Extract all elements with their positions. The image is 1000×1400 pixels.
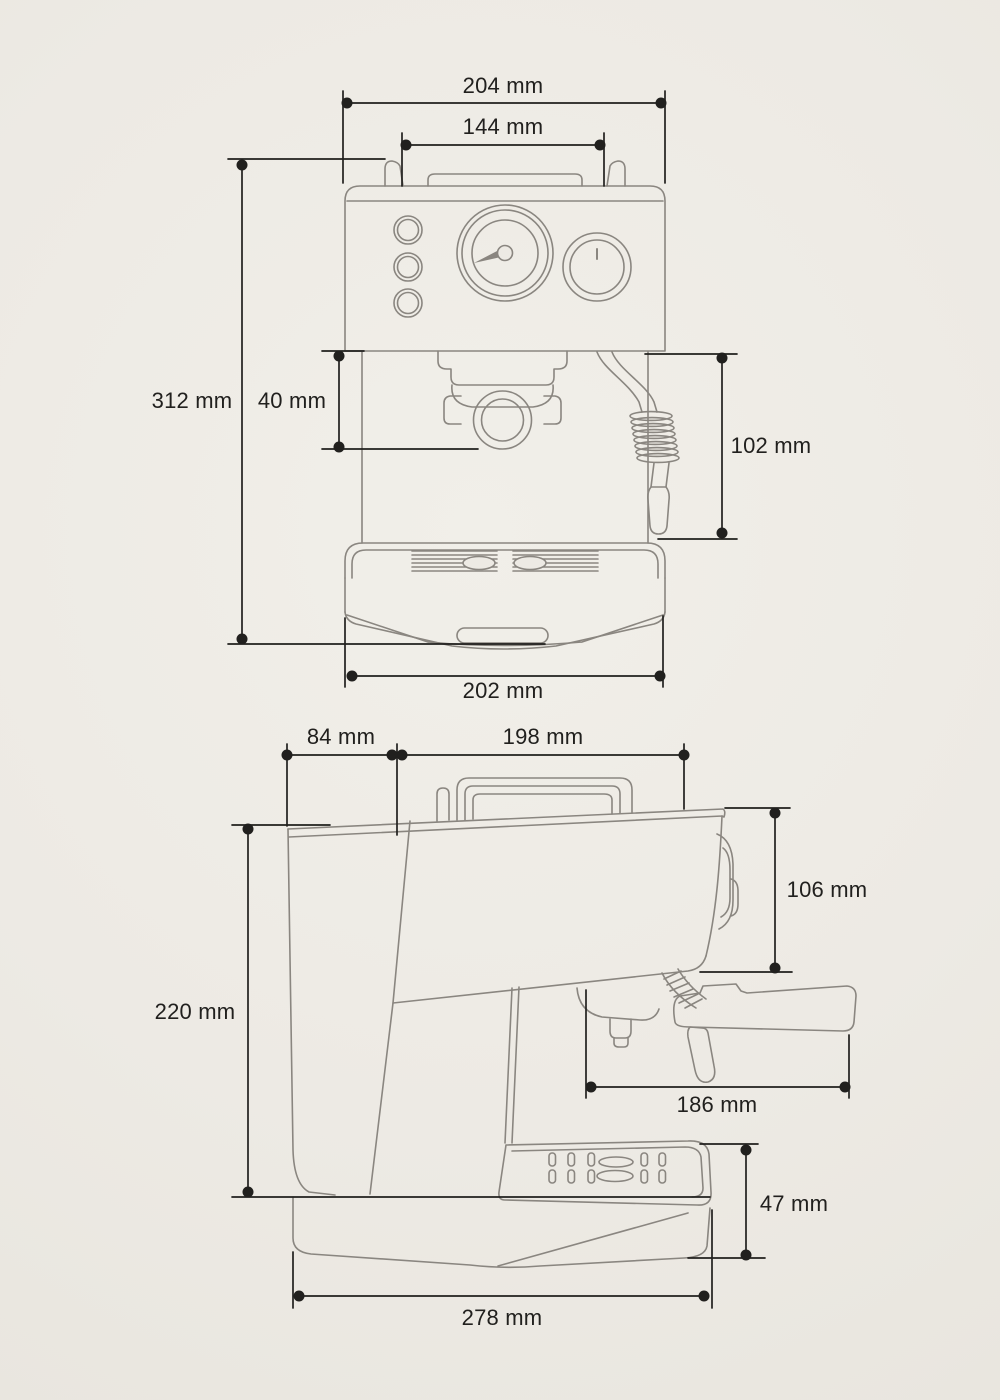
side-top-surface	[287, 808, 726, 838]
side-cup-mark-top	[598, 1156, 634, 1168]
side-drip-tray	[498, 1140, 712, 1206]
side-head-bottom	[392, 955, 707, 1004]
side-portafilter-grip	[686, 1026, 716, 1084]
side-dimension-lines	[231, 743, 850, 1309]
steam-knob-icon	[562, 232, 632, 302]
dim-label-body-depth: 198 mm	[502, 724, 584, 749]
dim-label-tank-depth: 84 mm	[306, 724, 376, 749]
gauge-needle	[474, 250, 501, 263]
side-dimension-dots	[242, 749, 851, 1302]
front-head-body	[344, 185, 666, 352]
front-tank-handle-left	[384, 160, 404, 187]
dim-label-overall-width: 204 mm	[462, 73, 544, 98]
front-tank-lid	[427, 173, 583, 187]
front-tower	[361, 351, 649, 544]
side-view-sketch	[287, 777, 857, 1269]
side-grille-slats	[548, 1152, 667, 1184]
gauge-hub	[496, 244, 514, 262]
side-front-bump	[716, 833, 739, 930]
front-cup-mark-right	[513, 555, 547, 571]
side-base	[292, 1196, 711, 1269]
front-cup-mark-left	[462, 555, 496, 571]
front-buttons	[393, 215, 423, 318]
side-tank-seam	[369, 820, 411, 1195]
pressure-gauge-icon	[456, 204, 554, 302]
dim-label-drip-tray-height: 47 mm	[759, 1191, 829, 1216]
front-dimension-dots	[236, 97, 728, 682]
dim-label-tank-width: 144 mm	[462, 114, 544, 139]
dim-label-head-height: 106 mm	[786, 877, 868, 902]
front-tank-handle-right	[606, 160, 626, 187]
side-steam-wand-coil	[661, 968, 707, 1009]
dim-label-grouphead-clearance: 40 mm	[257, 388, 327, 413]
dim-label-portafilter-length: 186 mm	[676, 1092, 758, 1117]
side-tank-handle	[436, 777, 633, 822]
side-back-edge	[287, 828, 336, 1196]
side-portafilter	[673, 983, 857, 1084]
side-grouphead	[576, 987, 660, 1048]
dim-label-overall-depth: 278 mm	[461, 1305, 543, 1330]
side-cup-mark-bottom	[596, 1169, 634, 1183]
dim-label-base-width: 202 mm	[462, 678, 544, 703]
front-base	[344, 542, 666, 650]
dim-label-steam-wand-height: 102 mm	[730, 433, 812, 458]
front-steam-wand	[596, 351, 680, 535]
dim-label-overall-height: 312 mm	[151, 388, 233, 413]
dim-label-body-height: 220 mm	[154, 999, 236, 1024]
side-front-edge	[705, 815, 723, 957]
front-dimension-lines	[227, 90, 738, 688]
front-grille-slats	[411, 550, 599, 572]
front-grouphead	[437, 350, 568, 450]
side-alcove-edge	[504, 986, 520, 1144]
front-view-sketch	[344, 160, 680, 650]
